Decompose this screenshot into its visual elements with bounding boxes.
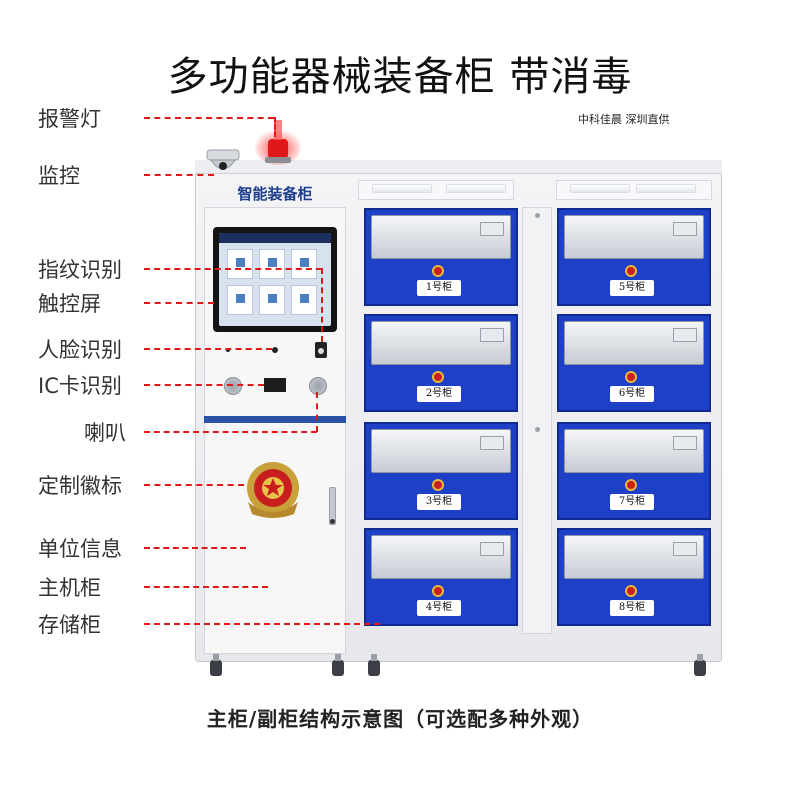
- lock-indicator: [535, 213, 540, 218]
- locker-window: [371, 429, 511, 473]
- locker-badge-icon: [625, 585, 637, 597]
- led-light: [372, 184, 432, 193]
- leader-line-fingerprint: [144, 268, 322, 270]
- label-monitor: 监控: [38, 164, 80, 188]
- screen-tile: [291, 285, 317, 315]
- main-cabinet-divider: [204, 416, 346, 423]
- cabinet-top: [195, 160, 722, 174]
- leader-line-fingerprint-drop: [321, 268, 323, 342]
- locker-door[interactable]: 2号柜: [364, 314, 518, 412]
- fingerprint-reader-icon[interactable]: [315, 342, 327, 358]
- alarm-light-icon: [255, 120, 301, 165]
- sensor-dot: [226, 348, 230, 352]
- led-light: [636, 184, 696, 193]
- police-emblem-icon: [247, 462, 299, 518]
- touchscreen-display: [219, 233, 331, 326]
- locker-door[interactable]: 7号柜: [557, 422, 711, 520]
- locker-door[interactable]: 8号柜: [557, 528, 711, 626]
- label-face: 人脸识别: [38, 338, 122, 362]
- locker-number: 1号柜: [417, 280, 461, 296]
- lock-indicator: [535, 427, 540, 432]
- locker-number: 6号柜: [610, 386, 654, 402]
- diagram-caption: 主柜/副柜结构示意图（可选配多种外观）: [206, 707, 594, 731]
- locker-number: 5号柜: [610, 280, 654, 296]
- screen-tile: [291, 249, 317, 279]
- cabinet-handle[interactable]: [329, 487, 336, 525]
- label-touchscreen: 触控屏: [38, 292, 101, 316]
- screen-tile: [259, 285, 285, 315]
- locker-badge-icon: [432, 265, 444, 277]
- speaker-icon: [309, 377, 327, 395]
- label-emblem: 定制徽标: [38, 474, 122, 498]
- leader-line-emblem: [144, 484, 244, 486]
- locker-window: [371, 535, 511, 579]
- locker-door[interactable]: 1号柜: [364, 208, 518, 306]
- label-speaker: 喇叭: [84, 421, 126, 445]
- face-camera-icon: [272, 347, 278, 353]
- locker-number: 2号柜: [417, 386, 461, 402]
- locker-number: 7号柜: [610, 494, 654, 510]
- locker-badge-icon: [432, 479, 444, 491]
- label-storage: 存储柜: [38, 613, 101, 637]
- locker-badge-icon: [432, 585, 444, 597]
- locker-door[interactable]: 4号柜: [364, 528, 518, 626]
- locker-badge-icon: [625, 479, 637, 491]
- led-light: [446, 184, 506, 193]
- locker-door[interactable]: 5号柜: [557, 208, 711, 306]
- leader-line-speaker: [144, 431, 317, 433]
- ic-card-reader[interactable]: [264, 378, 286, 392]
- locker-door[interactable]: 6号柜: [557, 314, 711, 412]
- leader-line-alarm-drop: [274, 117, 276, 137]
- leader-line-face: [144, 348, 272, 350]
- locker-badge-icon: [625, 265, 637, 277]
- locker-badge-icon: [432, 371, 444, 383]
- locker-number: 8号柜: [610, 600, 654, 616]
- keyhole-icon: [330, 519, 335, 524]
- led-light: [570, 184, 630, 193]
- locker-window: [564, 535, 704, 579]
- caster-wheel-icon: [368, 654, 380, 676]
- locker-badge-icon: [625, 371, 637, 383]
- label-alarm: 报警灯: [38, 107, 101, 131]
- caster-wheel-icon: [210, 654, 222, 676]
- leader-line-touchscreen: [144, 302, 214, 304]
- speaker-icon: [224, 377, 242, 395]
- screen-tile: [227, 249, 253, 279]
- leader-line-speaker-rise: [316, 392, 318, 432]
- touchscreen-header-bar: [219, 233, 331, 243]
- leader-line-unit-info: [144, 547, 246, 549]
- center-lock-strip: [522, 207, 552, 634]
- locker-window: [564, 215, 704, 259]
- leader-line-alarm: [144, 117, 274, 119]
- leader-line-ic-card: [144, 384, 264, 386]
- label-fingerprint: 指纹识别: [38, 258, 122, 282]
- locker-door[interactable]: 3号柜: [364, 422, 518, 520]
- leader-line-storage: [144, 623, 380, 625]
- camera-dome-icon: [206, 149, 240, 170]
- label-main-cabinet: 主机柜: [38, 576, 101, 600]
- screen-tile: [259, 249, 285, 279]
- locker-number: 4号柜: [417, 600, 461, 616]
- label-unit-info: 单位信息: [38, 537, 122, 561]
- label-ic-card: IC卡识别: [38, 374, 122, 398]
- leader-line-main-cabinet: [144, 586, 268, 588]
- vendor-text: 中科佳晨 深圳直供: [578, 113, 670, 126]
- touchscreen[interactable]: [213, 227, 337, 332]
- cabinet-name: 智能装备柜: [237, 185, 313, 203]
- locker-number: 3号柜: [417, 494, 461, 510]
- screen-tile: [227, 285, 253, 315]
- locker-window: [564, 429, 704, 473]
- locker-window: [371, 321, 511, 365]
- caster-wheel-icon: [694, 654, 706, 676]
- locker-window: [564, 321, 704, 365]
- diagram-title: 多功能器械装备柜 带消毒: [167, 54, 633, 100]
- locker-window: [371, 215, 511, 259]
- caster-wheel-icon: [332, 654, 344, 676]
- leader-line-monitor: [144, 174, 214, 176]
